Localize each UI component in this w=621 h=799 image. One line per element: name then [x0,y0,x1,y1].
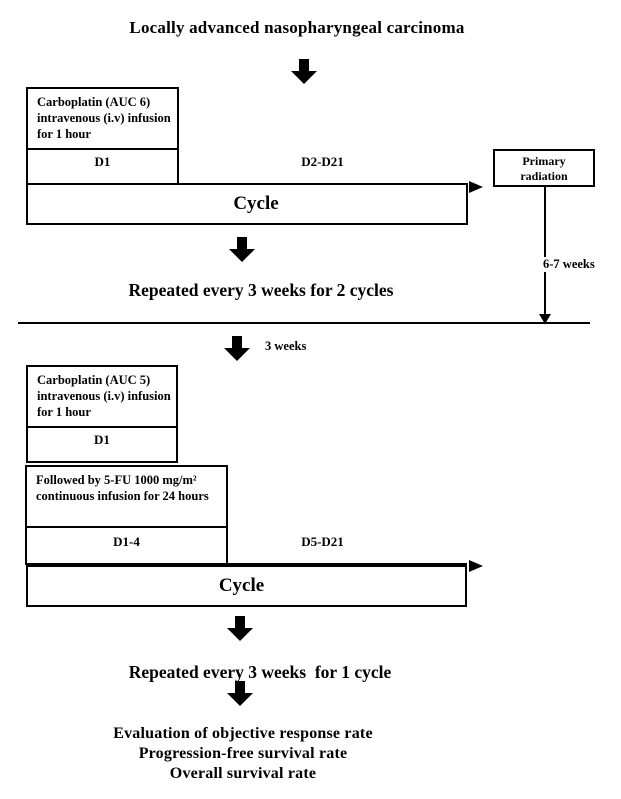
cycle-box-phase1: Cycle [26,183,468,225]
down-arrowhead-icon [539,314,551,324]
down-arrow-icon [291,59,317,84]
arrow-head [224,348,250,361]
separator-line [18,322,590,324]
down-arrow-icon [224,336,250,361]
carboplatin-auc5-box: Carboplatin (AUC 5) intravenous (i.v) in… [26,365,178,428]
day-label: D1 [94,154,111,169]
cycle-label: Cycle [233,193,279,214]
arrow-head [227,628,253,641]
arrow-head [291,71,317,84]
cycle-box-phase2: Cycle [26,563,467,607]
carboplatin-auc6-box: Carboplatin (AUC 6) intravenous (i.v) in… [26,87,179,150]
outcome-line: Evaluation of objective response rate [113,725,373,742]
right-arrow-icon [469,181,483,193]
drug-box-line: intravenous (i.v) infusion [37,111,171,125]
primary-radiation-box: Primary radiation [493,149,595,187]
arrow-stem [232,336,242,348]
transition-interval-label: 3 weeks [265,339,307,353]
outcome-line: Overall survival rate [169,765,317,782]
drug-box-line: intravenous (i.v) infusion [37,389,171,403]
arrow-stem [237,237,247,249]
rest-days-label-phase1: D2-D21 [301,154,344,169]
fu-infusion-box: Followed by 5-FU 1000 mg/m² continuous i… [25,465,228,528]
radiation-box-line: radiation [520,169,568,183]
right-arrow-icon [469,560,483,572]
rest-days-label-phase2: D5-D21 [301,534,344,549]
drug-box-line: Followed by 5-FU 1000 mg/m² [36,473,197,487]
outcome-line: Progression-free survival rate [138,745,348,762]
arrow-head [227,693,253,706]
day-label: D1 [94,432,110,447]
down-arrow-icon [227,616,253,641]
down-arrow-icon [229,237,255,262]
arrow-stem [235,681,245,693]
diagram-title: Locally advanced nasopharyngeal carcinom… [129,18,465,37]
drug-box-line: for 1 hour [37,127,91,141]
radiation-interval-label: 6-7 weeks [541,257,597,272]
day-d1-box-phase1: D1 [26,148,179,185]
drug-box-line: continuous infusion for 24 hours [36,489,209,503]
repeat-text-phase2: Repeated every 3 weeks for 1 cycle [128,662,392,682]
cycle-label: Cycle [218,575,265,596]
day-d1-box-phase2: D1 [26,426,178,463]
drug-box-line: Carboplatin (AUC 5) [37,373,151,387]
drug-box-line: Carboplatin (AUC 6) [37,95,151,109]
outcome-block: Evaluation of objective response rate Pr… [43,724,443,784]
down-arrow-icon [227,681,253,706]
radiation-timeline-line [544,187,546,315]
arrow-stem [235,616,245,628]
radiation-box-line: Primary [522,154,566,168]
day-d1-4-box: D1-4 [25,526,228,565]
repeat-text-phase1: Repeated every 3 weeks for 2 cycles [128,280,394,300]
arrow-head [229,249,255,262]
drug-box-line: for 1 hour [37,405,91,419]
day-label: D1-4 [113,534,140,549]
arrow-stem [299,59,309,71]
